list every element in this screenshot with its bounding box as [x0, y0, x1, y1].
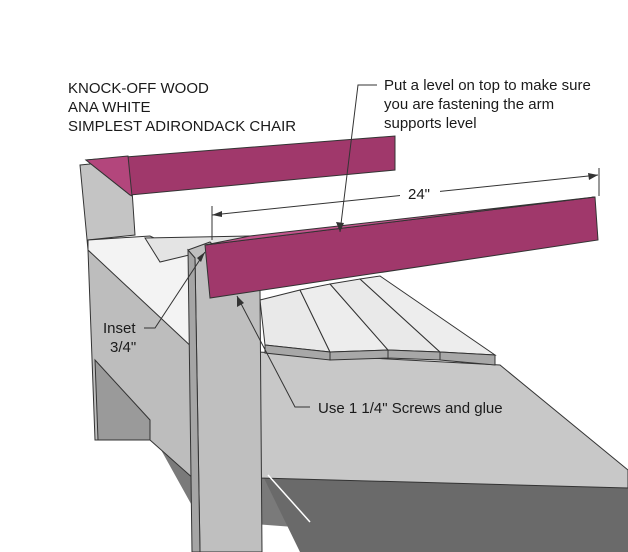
- title-line-1: KNOCK-OFF WOOD: [68, 80, 209, 97]
- level-note: Put a level on top to make sure you are …: [384, 77, 591, 132]
- title-block: KNOCK-OFF WOOD ANA WHITE SIMPLEST ADIRON…: [68, 80, 296, 135]
- inset-note-line-2: 3/4": [110, 339, 136, 356]
- level-leader-arrow: [336, 222, 344, 232]
- screws-note: Use 1 1/4" Screws and glue: [318, 400, 503, 417]
- inset-leader-arrow: [197, 252, 205, 262]
- side-panel-lower: [94, 358, 151, 441]
- slat-edge: [387, 349, 441, 361]
- seat-front-panel: [257, 351, 628, 489]
- ground-line: [267, 474, 311, 523]
- seat-slats: [259, 275, 497, 366]
- inset-note: Inset 3/4": [100, 316, 144, 358]
- screws-leader: [236, 295, 310, 408]
- front-post-side: [187, 248, 201, 552]
- level-note-line-3: supports level: [384, 115, 477, 132]
- inset-leader: [143, 251, 206, 329]
- dimension-label: 24": [408, 186, 430, 203]
- level-note-line-1: Put a level on top to make sure: [384, 77, 591, 94]
- screws-leader-arrow: [237, 296, 244, 307]
- title-line-3: SIMPLEST ADIRONDACK CHAIR: [68, 118, 296, 135]
- inset-note-line-1: Inset: [103, 320, 136, 337]
- slat-edge: [439, 351, 496, 366]
- dimension-24: 24": [211, 168, 600, 240]
- title-line-2: ANA WHITE: [68, 99, 151, 116]
- level-note-line-2: you are fastening the arm: [384, 96, 554, 113]
- level-leader: [339, 84, 377, 233]
- ground-shadow-front: [260, 470, 628, 552]
- front-arm: [204, 196, 599, 299]
- slat-edge: [329, 349, 389, 361]
- rear-arm: [84, 135, 396, 197]
